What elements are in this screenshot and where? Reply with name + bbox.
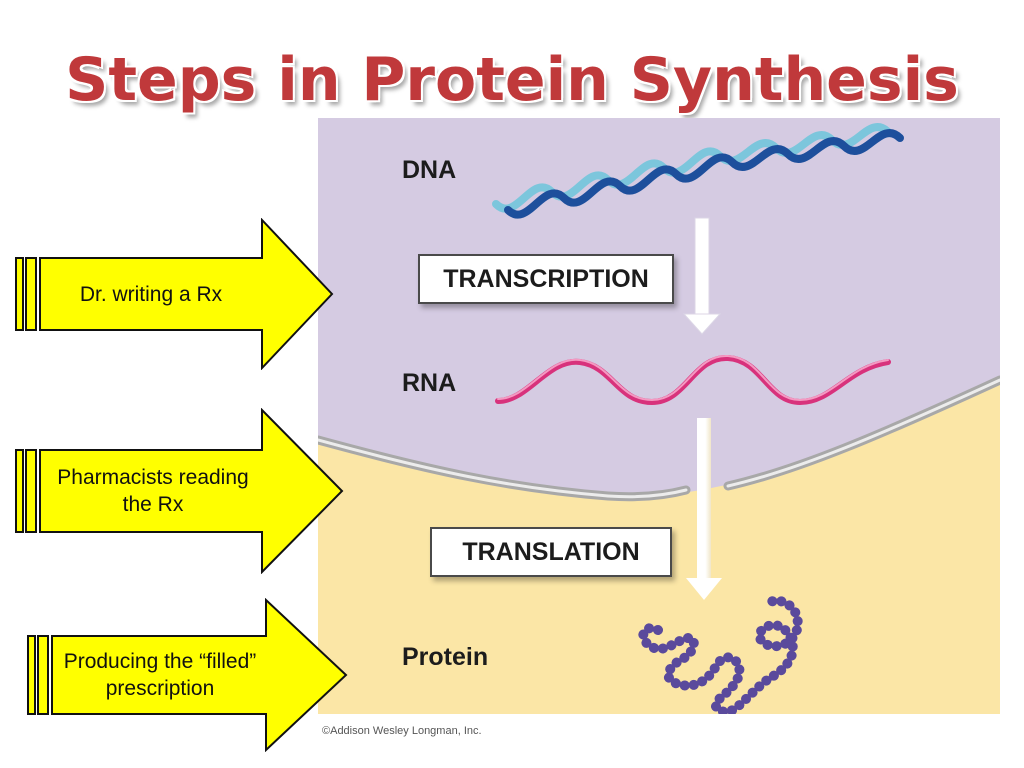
protein-synthesis-diagram: DNA RNA Protein TRANSCRIPTION TRANSLATIO…	[318, 118, 1000, 714]
copyright-note: ©Addison Wesley Longman, Inc.	[322, 725, 482, 737]
protein-chain-icon	[638, 595, 803, 714]
transcription-box: TRANSCRIPTION	[418, 254, 674, 304]
rna-label: RNA	[402, 369, 457, 397]
analogy-text-pharmacist: Pharmacists reading the Rx	[57, 466, 249, 516]
diagram-graphics	[318, 118, 1000, 714]
nucleus-region	[318, 118, 1000, 497]
analogy-text-prescription: Producing the “filled” prescription	[63, 650, 257, 700]
dna-helix-icon	[492, 123, 904, 219]
translation-box: TRANSLATION	[430, 527, 672, 577]
slide-title: Steps in Protein Synthesis	[65, 45, 959, 115]
translation-arrow-icon	[686, 418, 722, 600]
analogy-arrow-doctor: Dr. writing a Rx	[14, 218, 334, 370]
analogy-arrow-pharmacist: Pharmacists reading the Rx	[14, 408, 344, 574]
rna-strand-icon	[495, 354, 891, 406]
dna-label: DNA	[402, 156, 457, 184]
analogy-text-doctor: Dr. writing a Rx	[79, 282, 223, 306]
yellow-arrow-icon	[15, 218, 334, 370]
analogy-arrow-prescription: Producing the “filled” prescription	[26, 598, 348, 752]
yellow-arrow-icon	[15, 408, 344, 574]
transcription-arrow-icon	[682, 217, 722, 335]
yellow-arrow-icon	[27, 598, 348, 752]
protein-label: Protein	[402, 643, 489, 671]
